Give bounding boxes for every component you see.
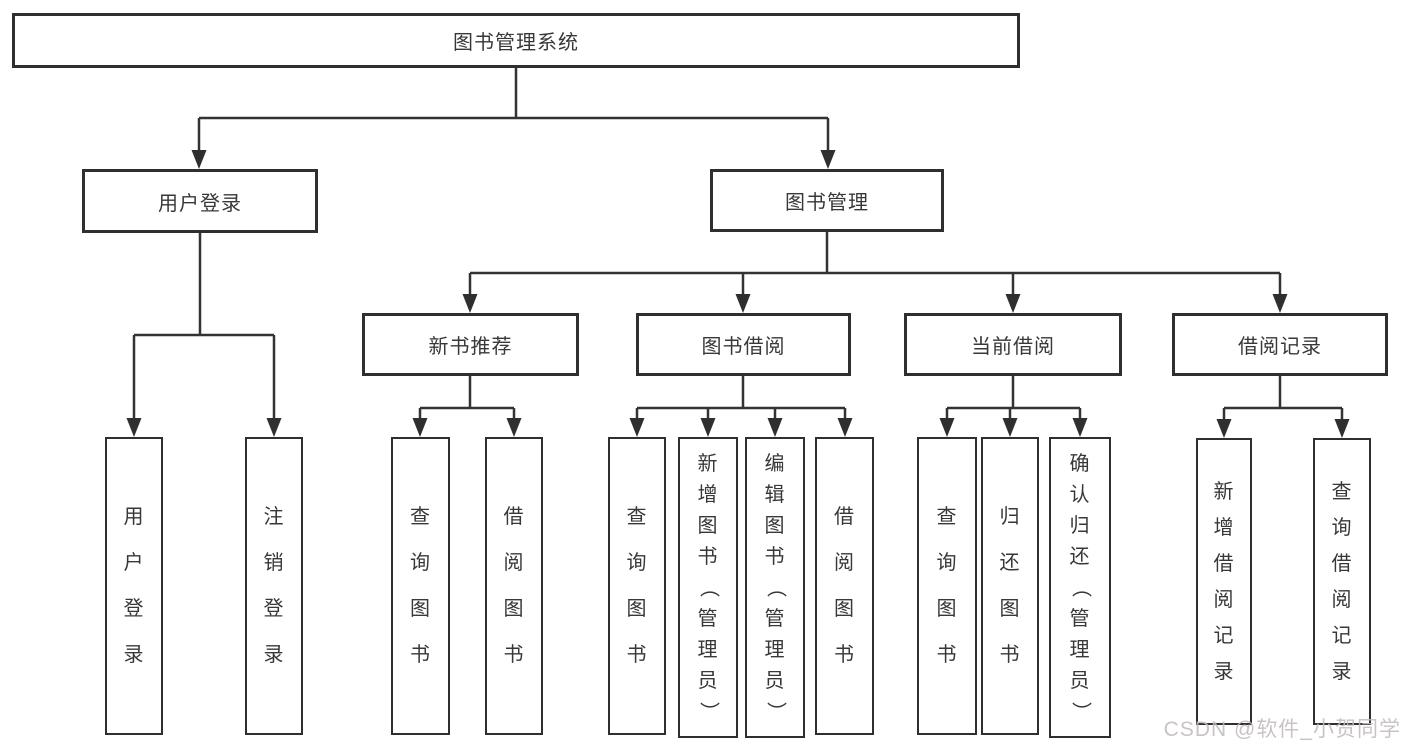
node-user-login: 用户登录 <box>82 169 318 233</box>
leaf-borrow-edit-book-admin: 编辑图书（管理员） <box>745 437 805 738</box>
leaf-borrow-borrow-book-label: 借阅图书 <box>834 506 855 666</box>
leaf-current-return-book-label: 归还图书 <box>999 506 1021 666</box>
leaf-recommend-borrow-book-label: 借阅图书 <box>503 506 525 666</box>
node-book-management-label: 图书管理 <box>785 192 869 214</box>
node-book-borrow-label: 图书借阅 <box>701 336 786 358</box>
node-borrow-records-label: 借阅记录 <box>1238 336 1322 358</box>
leaf-recommend-query-book: 查询图书 <box>391 437 450 735</box>
leaf-borrow-add-book-admin: 新增图书（管理员） <box>678 437 738 738</box>
leaf-user-login: 用户登录 <box>105 437 163 735</box>
arrowheads <box>126 150 1350 438</box>
connector-current-borrow <box>945 376 1082 421</box>
node-user-login-label: 用户登录 <box>158 192 242 215</box>
leaf-borrow-query-book: 查询图书 <box>608 437 666 735</box>
leaf-current-query-book: 查询图书 <box>917 437 977 735</box>
leaf-borrow-query-book-label: 查询图书 <box>626 506 648 666</box>
leaf-records-add-record-label: 新增借阅记录 <box>1213 480 1235 683</box>
leaf-current-query-book-label: 查询图书 <box>936 506 958 666</box>
leaf-current-confirm-return-admin-label: 确认归还（管理员） <box>1069 452 1091 723</box>
connector-borrow-records <box>1222 376 1344 422</box>
csdn-watermark: CSDN @软件_小贺同学 <box>1163 718 1401 741</box>
node-book-borrow: 图书借阅 <box>636 313 851 376</box>
node-current-borrow: 当前借阅 <box>904 313 1122 376</box>
leaf-records-add-record: 新增借阅记录 <box>1196 438 1252 725</box>
leaf-borrow-add-book-admin-label: 新增图书（管理员） <box>697 452 719 723</box>
node-new-book-recommend-label: 新书推荐 <box>428 336 513 358</box>
leaf-logout: 注销登录 <box>245 437 303 735</box>
node-root-label: 图书管理系统 <box>453 32 579 54</box>
leaf-borrow-borrow-book: 借阅图书 <box>815 437 874 735</box>
leaf-logout-label: 注销登录 <box>263 506 285 666</box>
leaf-recommend-query-book-label: 查询图书 <box>410 506 431 666</box>
node-root: 图书管理系统 <box>12 13 1020 68</box>
connector-book-borrow <box>635 376 847 421</box>
connector-user-login <box>132 233 276 421</box>
leaf-current-confirm-return-admin: 确认归还（管理员） <box>1049 437 1111 738</box>
connector-root <box>197 68 830 153</box>
connector-new-book-recommend <box>418 376 516 421</box>
leaf-current-return-book: 归还图书 <box>981 437 1039 735</box>
node-new-book-recommend: 新书推荐 <box>362 313 579 376</box>
leaf-records-query-record-label: 查询借阅记录 <box>1331 480 1353 683</box>
connector-book-management <box>468 232 1282 297</box>
leaf-user-login-label: 用户登录 <box>123 506 145 666</box>
node-current-borrow-label: 当前借阅 <box>971 336 1055 358</box>
node-borrow-records: 借阅记录 <box>1172 313 1388 376</box>
leaf-recommend-borrow-book: 借阅图书 <box>485 437 543 735</box>
leaf-records-query-record: 查询借阅记录 <box>1313 438 1371 725</box>
leaf-borrow-edit-book-admin-label: 编辑图书（管理员） <box>764 452 786 723</box>
node-book-management: 图书管理 <box>710 169 944 232</box>
